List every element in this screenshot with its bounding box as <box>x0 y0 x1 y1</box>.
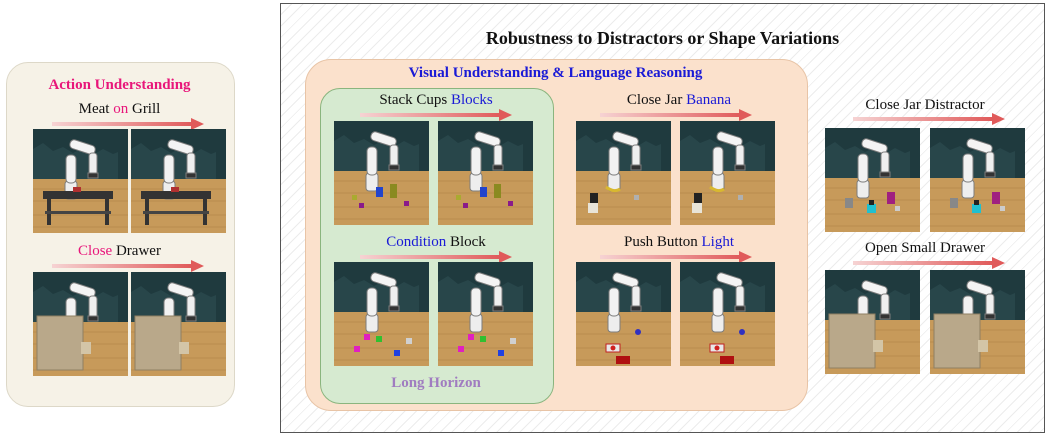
scene-image <box>576 262 671 366</box>
scene-image <box>33 272 128 376</box>
timeline-arrow <box>600 108 752 122</box>
task-stack-cups-blocks: Stack Cups Blocks <box>379 92 493 108</box>
scene-image <box>680 262 775 366</box>
scene-image <box>930 270 1025 374</box>
scene-image <box>131 129 226 233</box>
scene-image <box>334 121 429 225</box>
action-understanding-title: Action Understanding <box>48 77 191 93</box>
task-open-small-drawer: Open Small Drawer <box>865 240 985 256</box>
scene-image <box>33 129 128 233</box>
scene-image <box>576 121 671 225</box>
timeline-arrow <box>853 112 1005 126</box>
scene-image <box>131 272 226 376</box>
task-push-button-light: Push Button Light <box>623 234 735 250</box>
task-close-jar-distractor: Close Jar Distractor <box>865 97 985 113</box>
task-close-drawer: Close Drawer <box>78 243 161 259</box>
task-close-jar-banana: Close Jar Banana <box>626 92 732 108</box>
timeline-arrow <box>52 259 204 273</box>
robustness-title: Robustness to Distractors or Shape Varia… <box>485 28 840 48</box>
long-horizon-caption: Long Horizon <box>391 375 481 391</box>
scene-image <box>334 262 429 366</box>
scene-image <box>438 121 533 225</box>
scene-image <box>680 121 775 225</box>
timeline-arrow <box>853 256 1005 270</box>
timeline-arrow <box>360 250 512 264</box>
timeline-arrow <box>360 108 512 122</box>
timeline-arrow <box>600 250 752 264</box>
timeline-arrow <box>52 117 204 131</box>
task-condition-block: Condition Block <box>386 234 486 250</box>
visual-language-title: Visual Understanding & Language Reasonin… <box>408 65 703 81</box>
scene-image <box>930 128 1025 232</box>
scene-image <box>438 262 533 366</box>
scene-image <box>825 270 920 374</box>
scene-image <box>825 128 920 232</box>
task-meat-on-grill: Meat on Grill <box>78 101 161 117</box>
